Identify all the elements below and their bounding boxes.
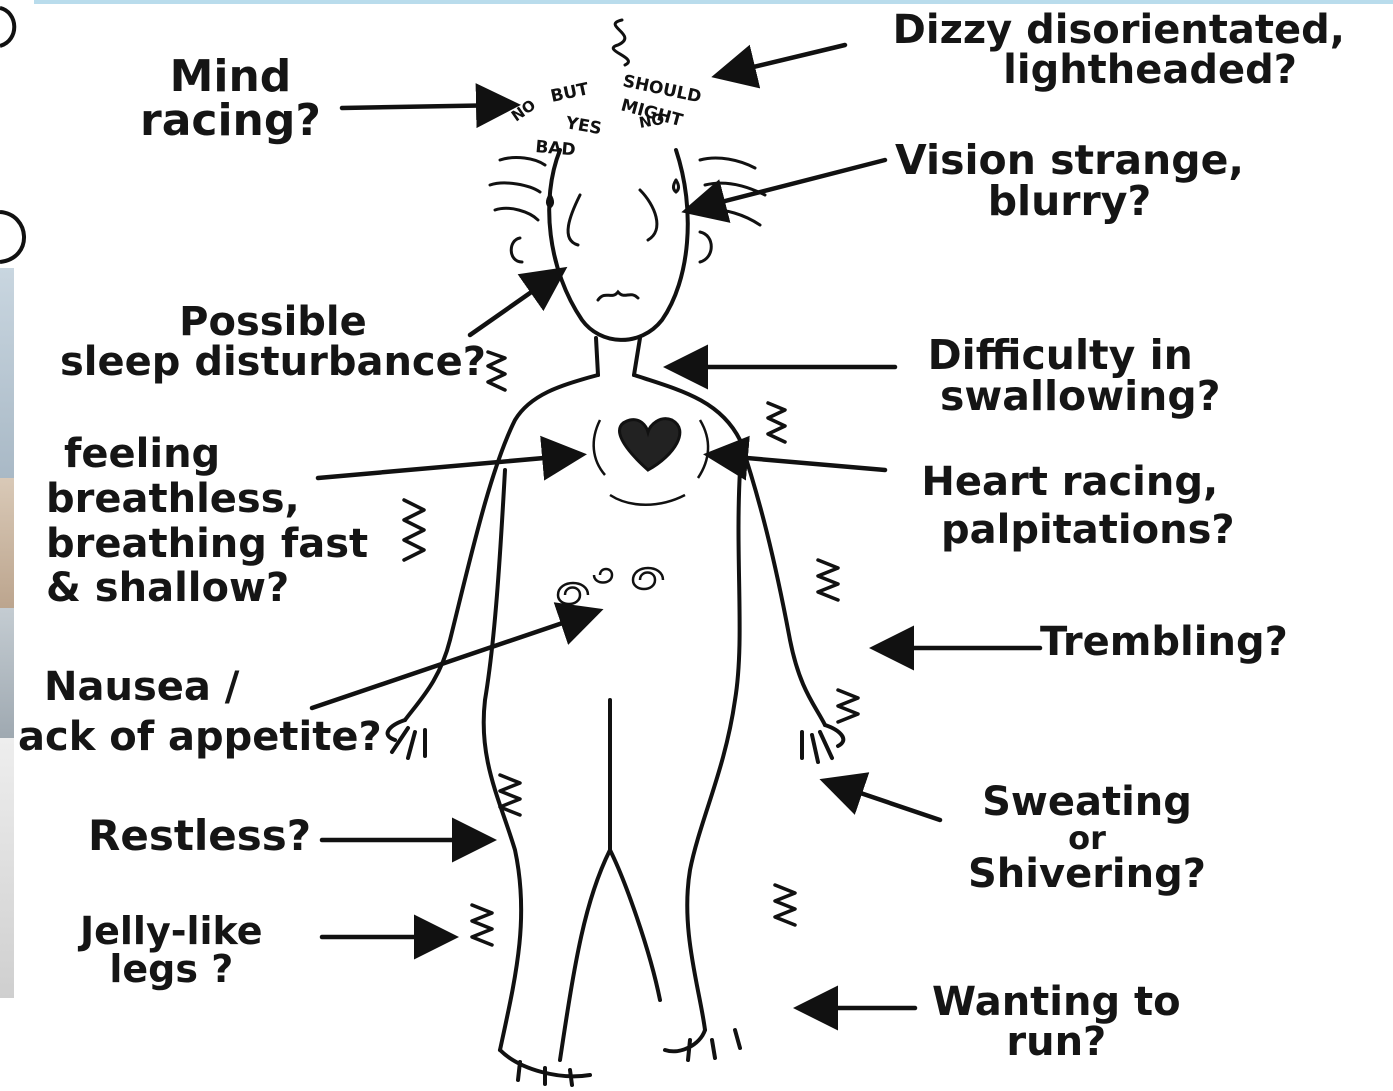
- label-vision: Vision strange, blurry?: [895, 140, 1244, 222]
- crop-curve: [0, 212, 24, 262]
- head-words: NO BUT SHOULD YES MIGHT NO BAD: [508, 71, 703, 160]
- label-trembling: Trembling?: [1040, 622, 1288, 662]
- neck: [596, 338, 640, 375]
- body-outline: [405, 375, 825, 1060]
- label-mind-racing: Mind racing?: [140, 55, 321, 143]
- arrow-mind: [342, 105, 512, 108]
- nose-right: [640, 190, 657, 240]
- head-word: NO: [508, 96, 539, 125]
- head-word: BUT: [549, 79, 591, 107]
- wavy-mouth: [598, 292, 638, 300]
- zigzag: [488, 352, 505, 390]
- left-foot: [500, 1050, 590, 1085]
- zigzag: [818, 560, 838, 600]
- arrow-heart: [712, 455, 885, 470]
- head-word: YES: [563, 113, 603, 139]
- label-run: Wanting to run?: [932, 982, 1181, 1062]
- head-outline: [549, 150, 688, 340]
- stomach-swirl: [558, 568, 663, 604]
- ear-left: [511, 238, 522, 262]
- zigzag: [404, 500, 424, 560]
- left-hand: [388, 720, 425, 758]
- label-breathless: feeling breathless, breathing fast & sha…: [46, 432, 368, 611]
- crop-curve: [0, 8, 14, 46]
- label-restless: Restless?: [88, 815, 311, 857]
- label-heart: Heart racing, palpitations?: [905, 458, 1235, 554]
- arrow-dizzy: [720, 45, 845, 75]
- label-swallowing: Difficulty in swallowing?: [900, 335, 1220, 417]
- head-word: BAD: [535, 137, 577, 160]
- zigzag: [768, 403, 785, 442]
- hair-curl: [613, 20, 628, 65]
- label-nausea: Nausea / ack of appetite?: [18, 662, 382, 762]
- zigzag: [838, 690, 858, 722]
- zigzag: [500, 775, 520, 815]
- ear-right: [700, 232, 711, 262]
- label-sweating: Sweating or Shivering?: [968, 782, 1206, 894]
- sweat-drop: [674, 180, 679, 192]
- label-jelly-legs: Jelly-like legs ?: [80, 912, 263, 988]
- zigzag: [775, 885, 795, 925]
- right-hand: [802, 725, 843, 762]
- label-sleep: Possible sleep disturbance?: [60, 302, 486, 382]
- head-word: NO: [638, 110, 666, 132]
- person-figure: [388, 150, 844, 1085]
- arrow-sweating: [828, 782, 940, 820]
- heart-icon: [620, 419, 680, 470]
- arrow-vision: [690, 160, 885, 210]
- label-dizzy: Dizzy disorientated, lightheaded?: [893, 10, 1345, 90]
- zigzag: [472, 905, 492, 945]
- right-foot: [665, 1030, 740, 1060]
- nose: [568, 195, 580, 245]
- face-details: [490, 20, 765, 300]
